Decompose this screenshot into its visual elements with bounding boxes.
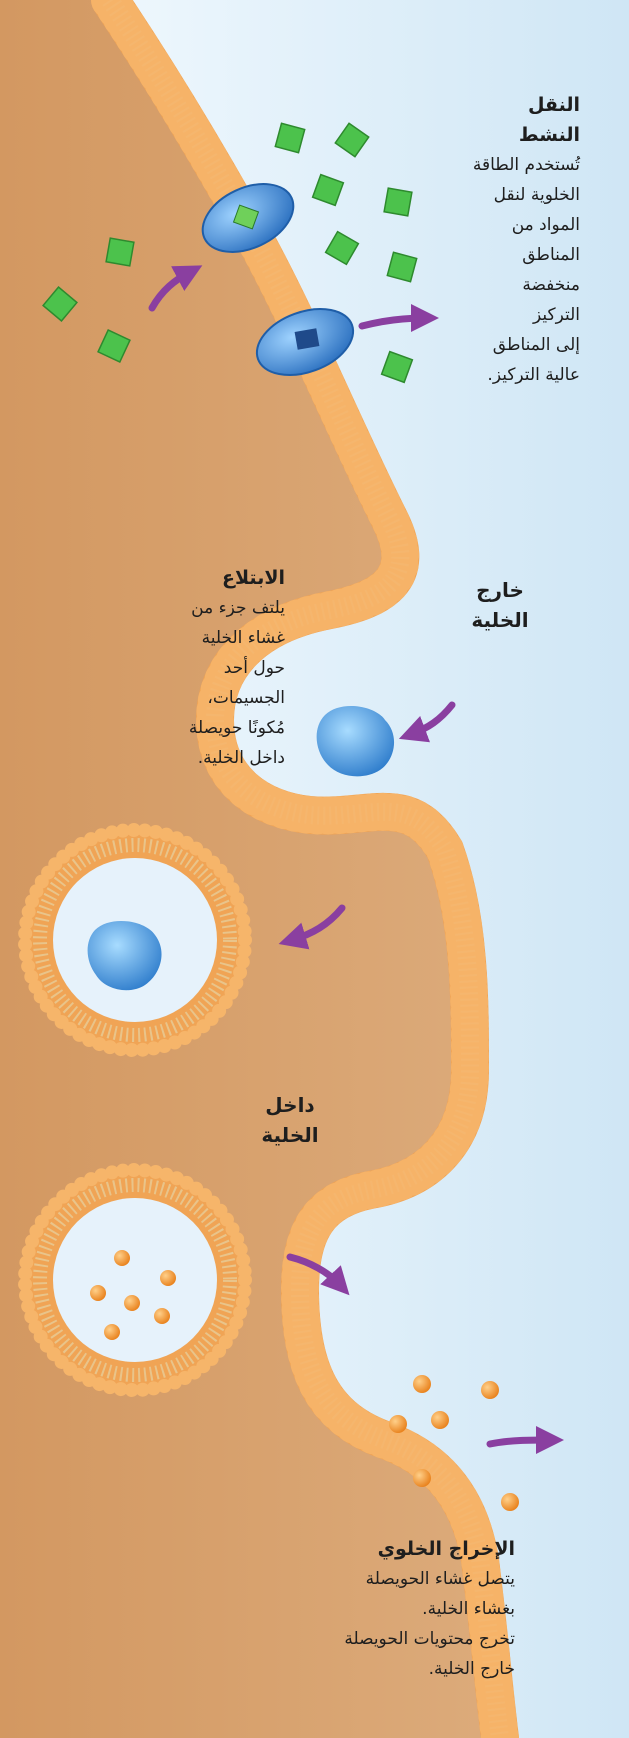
active-transport-label: النقل النشط تُستخدم الطاقة الخلوية لنقل … bbox=[395, 90, 580, 390]
exocytosis-label: الإخراج الخلوي يتصل غشاء الحويصلة بغشاء … bbox=[10, 1534, 515, 1684]
inside-cell-text: داخل الخلية bbox=[240, 1090, 340, 1150]
outside-cell-text: خارج الخلية bbox=[450, 575, 550, 635]
endocytosis-title: الابتلاع bbox=[10, 563, 285, 593]
active-transport-description: تُستخدم الطاقة الخلوية لنقل المواد من ال… bbox=[395, 150, 580, 390]
exocytosis-description: يتصل غشاء الحويصلة بغشاء الخلية. تخرج مح… bbox=[10, 1564, 515, 1684]
active-transport-title: النقل النشط bbox=[395, 90, 580, 150]
inside-cell-label: داخل الخلية bbox=[240, 1090, 340, 1150]
outside-cell-label: خارج الخلية bbox=[450, 575, 550, 635]
endocytosis-label: الابتلاع يلتف جزء من غشاء الخلية حول أحد… bbox=[10, 563, 285, 773]
arrow-exo-2 bbox=[490, 1440, 550, 1444]
endocytosis-description: يلتف جزء من غشاء الخلية حول أحد الجسيمات… bbox=[10, 593, 285, 773]
exocytosis-title: الإخراج الخلوي bbox=[10, 1534, 515, 1564]
exocytosis-vesicle bbox=[25, 1170, 245, 1390]
